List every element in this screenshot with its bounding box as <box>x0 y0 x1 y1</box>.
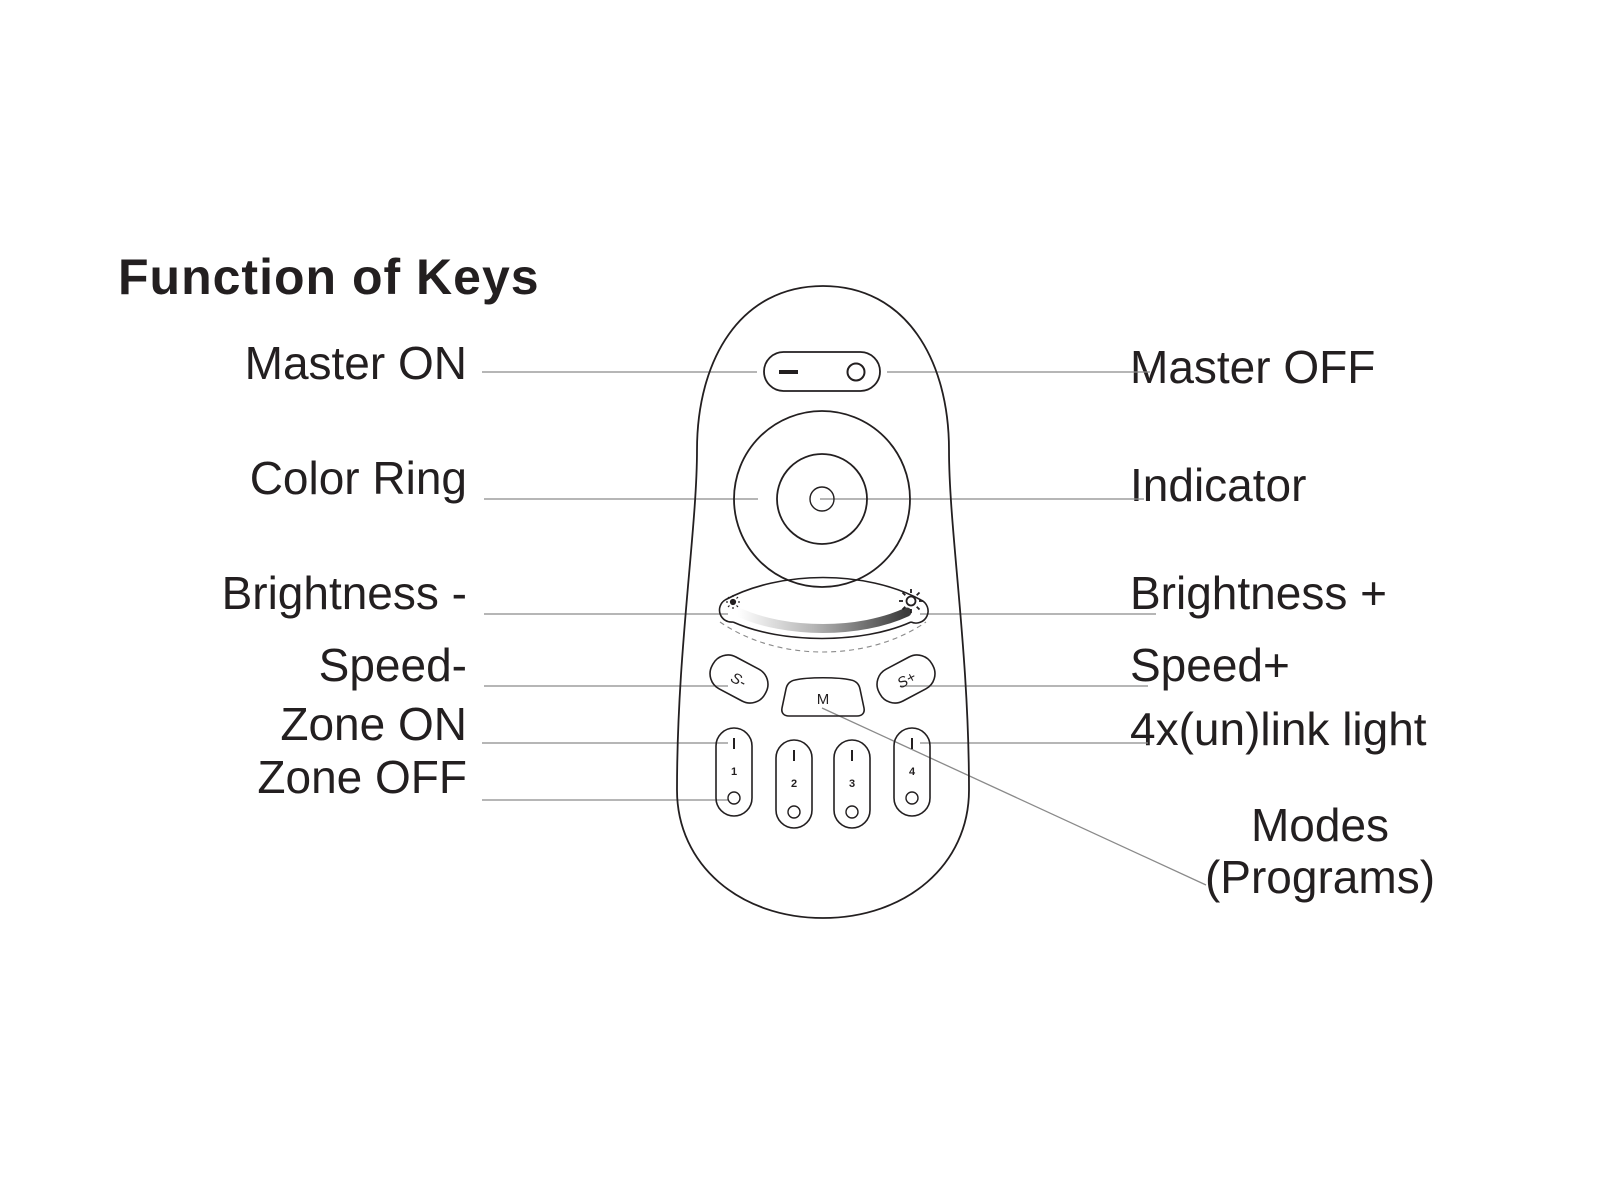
master-off-icon <box>846 362 866 382</box>
indicator-light <box>809 486 835 512</box>
label-zone-off: Zone OFF <box>257 751 467 803</box>
label-link-light: 4x(un)link light <box>1130 703 1427 755</box>
brightness-high-icon <box>899 589 923 613</box>
label-color-ring: Color Ring <box>249 452 467 504</box>
zone-4-number: 4 <box>909 766 916 778</box>
color-ring[interactable] <box>733 410 911 588</box>
label-modes-line2: (Programs) <box>1204 850 1436 903</box>
label-master-on: Master ON <box>244 337 467 389</box>
zone-2-button[interactable] <box>775 739 813 829</box>
zone-3-button[interactable] <box>833 739 871 829</box>
label-brightness-plus: Brightness + <box>1130 567 1387 619</box>
label-indicator: Indicator <box>1130 459 1307 511</box>
speed-plus-key-label: S+ <box>894 668 919 692</box>
zone-1-number: 1 <box>731 766 737 778</box>
speed-minus-button[interactable] <box>704 649 774 709</box>
speed-minus-key-label: S- <box>728 669 749 691</box>
master-button[interactable] <box>763 351 881 392</box>
mode-key-label: M <box>817 691 830 708</box>
brightness-slider[interactable] <box>718 576 929 653</box>
brightness-dashed-arc <box>719 621 927 653</box>
label-master-off: Master OFF <box>1130 341 1376 393</box>
label-modes-line1: Modes <box>1250 799 1390 851</box>
speed-plus-button[interactable] <box>871 649 941 709</box>
zone-2-number: 2 <box>791 778 797 790</box>
brightness-low-icon <box>726 595 740 609</box>
label-speed-minus: Speed- <box>318 639 467 691</box>
label-zone-on: Zone ON <box>280 698 467 750</box>
leader-modes <box>821 707 1207 886</box>
label-modes: Modes (Programs) <box>1170 799 1470 904</box>
zone-4-button[interactable] <box>893 727 931 817</box>
leader-lines <box>482 371 1207 886</box>
label-speed-plus: Speed+ <box>1130 639 1290 691</box>
label-brightness-minus: Brightness - <box>221 567 467 619</box>
page-title: Function of Keys <box>118 249 540 305</box>
remote-body <box>676 285 970 919</box>
zone-1-button[interactable] <box>715 727 753 817</box>
mode-button[interactable] <box>781 676 865 717</box>
brightness-gradient <box>733 607 912 633</box>
zone-3-number: 3 <box>849 778 855 790</box>
color-ring-inner <box>776 453 868 545</box>
